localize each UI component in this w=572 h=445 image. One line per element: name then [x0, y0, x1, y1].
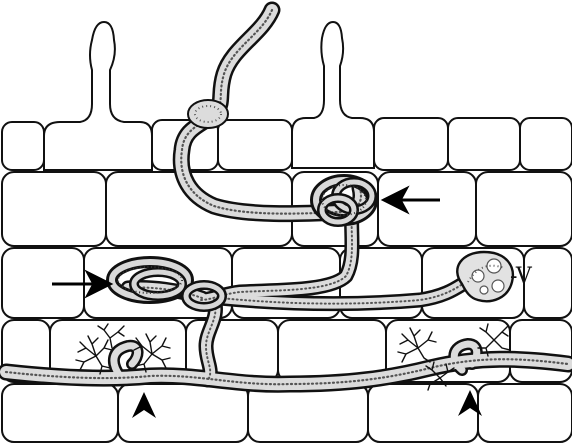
epidermal-cell-5: [448, 118, 520, 170]
cortex-cell: [510, 320, 572, 382]
cortex-cell: [476, 172, 572, 246]
cortex-row-4: [2, 384, 572, 442]
cortex-cell: [378, 172, 476, 246]
root-hair-left: [44, 22, 152, 170]
cortex-cell: [2, 384, 118, 442]
epidermal-cell-1: [2, 122, 44, 170]
epidermal-cell-4: [374, 118, 448, 170]
root-hair-right: [292, 22, 374, 168]
cortex-cell: [478, 384, 572, 442]
vesicle-label: -V: [510, 264, 533, 289]
epidermis-layer: [2, 22, 572, 170]
epidermal-cell-3: [218, 120, 292, 170]
cortex-cell: [2, 172, 106, 246]
cortex-cell: [248, 384, 368, 442]
epidermal-cell-6: [520, 118, 572, 170]
